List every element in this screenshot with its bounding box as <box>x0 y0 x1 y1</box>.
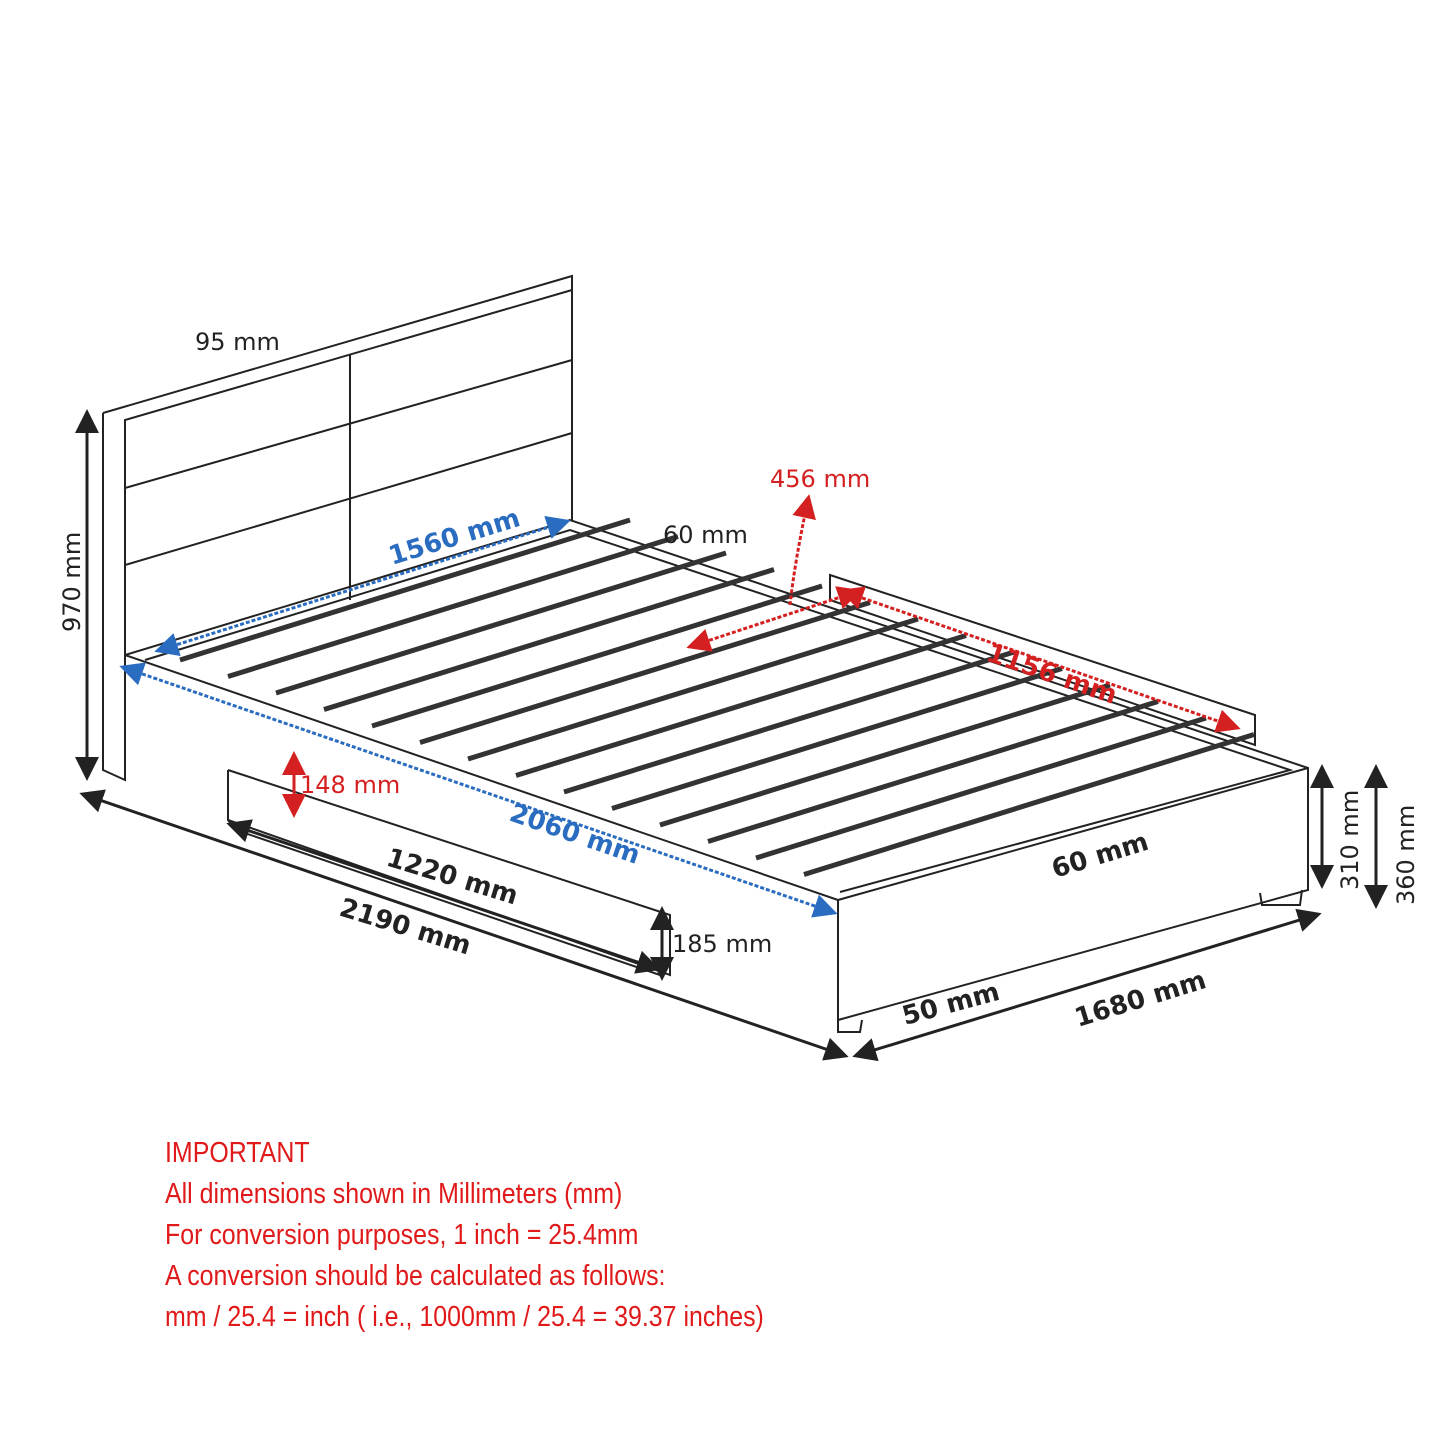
label-drawer-length: 1220 mm <box>383 843 521 911</box>
slat <box>659 682 1111 828</box>
slat <box>515 633 967 778</box>
label-drawer-height: 185 mm <box>672 930 772 958</box>
label-total-height: 360 mm <box>1392 805 1420 905</box>
slat <box>803 732 1255 877</box>
important-notes: IMPORTANT All dimensions shown in Millim… <box>165 1133 764 1338</box>
notes-line: All dimensions shown in Millimeters (mm) <box>165 1178 623 1210</box>
slat <box>611 666 1063 811</box>
notes-line: A conversion should be calculated as fol… <box>165 1260 666 1292</box>
notes-line: For conversion purposes, 1 inch = 25.4mm <box>165 1219 639 1251</box>
notes-title: IMPORTANT <box>165 1137 310 1169</box>
label-headboard-height: 970 mm <box>58 532 86 632</box>
slat <box>275 550 727 696</box>
label-frame-height: 310 mm <box>1336 790 1364 890</box>
label-rail-width-top: 60 mm <box>663 521 748 549</box>
slat <box>371 583 823 729</box>
slat <box>419 600 871 745</box>
label-center-support: 456 mm <box>770 465 870 493</box>
label-drawer-height-inner: 148 mm <box>300 771 400 799</box>
slat <box>563 649 1015 795</box>
slat <box>707 699 1159 844</box>
label-leg-height: 50 mm <box>899 977 1003 1032</box>
label-overall-width: 1680 mm <box>1071 965 1209 1033</box>
dimension-lines <box>75 409 1388 1062</box>
slat <box>323 567 775 712</box>
notes-line: mm / 25.4 = inch ( i.e., 1000mm / 25.4 =… <box>165 1301 764 1333</box>
slat <box>467 616 919 762</box>
label-headboard-thickness: 95 mm <box>195 328 280 356</box>
